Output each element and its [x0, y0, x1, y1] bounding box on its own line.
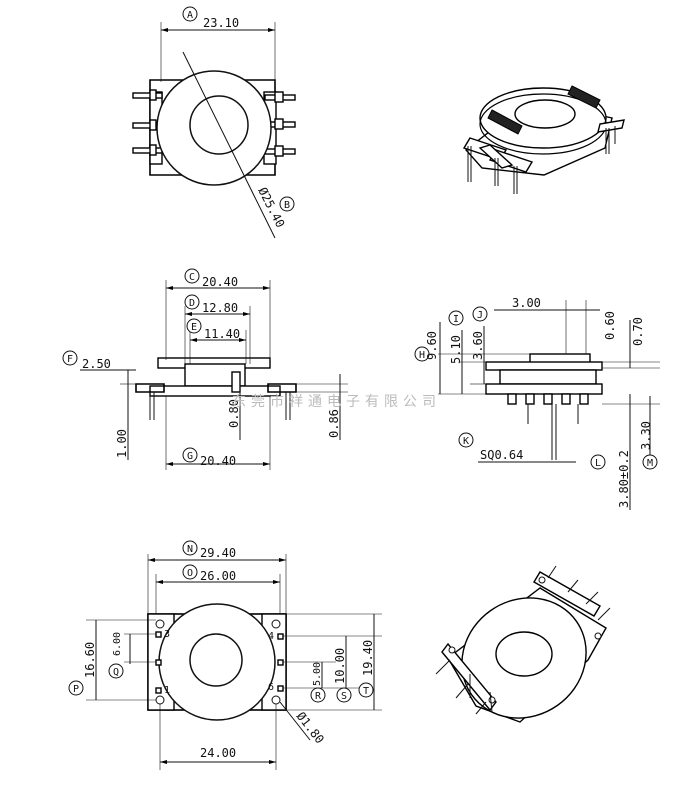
- dim-e: 11.40: [204, 327, 240, 341]
- dim-s: 10.00: [333, 648, 347, 684]
- dim-l: 3.80±0.2: [617, 450, 631, 508]
- iso1-tab-right: [567, 85, 601, 109]
- label-b: B: [284, 200, 290, 211]
- bottom-view: 3 1 4 6 N 29.40 O 26.00 P 16.60 Q 6.: [68, 540, 382, 770]
- dim-hole: Ø1.80: [294, 709, 327, 746]
- bottom-core-hole: [189, 633, 243, 687]
- front-core: [499, 369, 597, 385]
- label-h: H: [419, 350, 425, 361]
- iso1-core-hole: [514, 99, 576, 129]
- side-left-tab: [135, 383, 165, 393]
- watermark: 东莞市祥通电子有限公司: [232, 393, 441, 410]
- dim-k: SQ0.64: [480, 448, 523, 462]
- top-view-right-pins: [264, 91, 296, 157]
- label-l: L: [595, 458, 601, 469]
- front-base: [485, 383, 603, 395]
- dim-a: 23.10: [203, 16, 239, 30]
- label-f: F: [67, 354, 73, 365]
- dim-t: 19.40: [361, 640, 375, 676]
- iso2-core-hole: [495, 631, 553, 677]
- dim-q: 6.00: [112, 632, 123, 656]
- label-g: G: [187, 451, 193, 462]
- dim-p: 16.60: [83, 642, 97, 678]
- front-pins: [507, 393, 589, 460]
- side-pins: [149, 371, 291, 420]
- dim-i: 5.10: [449, 335, 463, 364]
- dim-r: 5.00: [312, 662, 323, 686]
- pin-label-1: 1: [164, 685, 170, 696]
- label-i: I: [453, 314, 459, 325]
- label-j: J: [477, 310, 483, 321]
- label-p: P: [73, 684, 79, 695]
- label-s: S: [341, 691, 347, 702]
- dim-side-2: 0.80: [227, 399, 241, 428]
- iso-view-bottom-right: [435, 565, 611, 723]
- label-n: N: [187, 544, 193, 555]
- bottom-pins: [155, 619, 284, 705]
- side-base: [149, 385, 281, 397]
- dim-m: 3.30: [639, 421, 653, 450]
- label-q: Q: [113, 667, 119, 678]
- dim-side-1: 1.00: [115, 429, 129, 458]
- label-c: C: [189, 272, 195, 283]
- label-a: A: [187, 10, 193, 21]
- label-a-circle: [182, 6, 198, 22]
- label-t: T: [363, 686, 369, 697]
- dim-o: 26.00: [200, 569, 236, 583]
- dim-f: 2.50: [82, 357, 111, 371]
- label-r: R: [315, 691, 322, 702]
- pin-label-4: 4: [268, 631, 274, 642]
- dim-d: 12.80: [202, 301, 238, 315]
- dim-front-top-gap: 0.60: [603, 311, 617, 340]
- pin-label-3: 3: [164, 629, 170, 640]
- label-o: O: [187, 568, 193, 579]
- dim-c: 20.40: [202, 275, 238, 289]
- dim-j: 3.60: [471, 331, 485, 360]
- dim-front-right-h: 0.70: [631, 317, 645, 346]
- dim-g: 20.40: [200, 454, 236, 468]
- dim-pitch: 24.00: [200, 746, 236, 760]
- top-view: A 23.10 B Ø25.40: [132, 6, 296, 239]
- label-m: M: [647, 458, 653, 469]
- label-k: K: [463, 436, 469, 447]
- label-d: D: [189, 298, 195, 309]
- side-view: C 20.40 D 12.80 E 11.40 F 2.50 G 2: [62, 268, 348, 470]
- pin-label-6: 6: [268, 682, 274, 693]
- dim-side-3: 0.86: [327, 409, 341, 438]
- iso2-pins: [435, 565, 611, 715]
- front-flange: [485, 361, 603, 371]
- front-view: 3.00 0.60 0.70 H 9.60 I 5.10 J 3.60 K SQ…: [414, 296, 660, 510]
- dim-n: 29.40: [200, 546, 236, 560]
- top-view-diameter-leader: [182, 51, 276, 239]
- label-e: E: [191, 322, 197, 333]
- dim-h: 9.60: [425, 331, 439, 360]
- iso1-tab-left: [487, 109, 523, 135]
- dim-front-top-width: 3.00: [512, 296, 541, 310]
- iso1-pins: [462, 119, 625, 194]
- iso-view-top-right: [462, 85, 625, 194]
- label-b-circle: [279, 196, 295, 212]
